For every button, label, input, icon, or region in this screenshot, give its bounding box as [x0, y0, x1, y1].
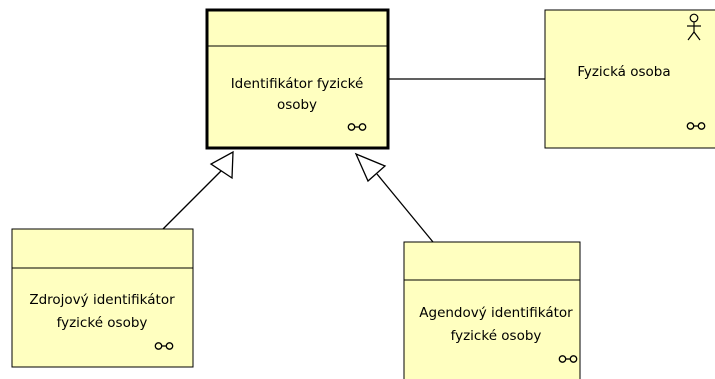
- node-fyzicka-osoba[interactable]: Fyzická osoba: [544, 9, 715, 149]
- generalization-line-agendovy: [376, 173, 434, 243]
- glasses-icon: [558, 355, 578, 363]
- glasses-icon: [686, 122, 706, 130]
- node-fyzicka-osoba-label: Fyzická osoba: [577, 64, 670, 80]
- node-zdrojovy-identifikator[interactable]: Zdrojový identifikátor fyzické osoby: [11, 228, 194, 368]
- node-identifikator-label-line1: Identifikátor fyzické: [231, 76, 364, 92]
- generalization-line-zdrojovy: [162, 170, 222, 230]
- node-zdrojovy-box: [11, 228, 194, 368]
- actor-icon: [687, 13, 701, 41]
- node-identifikator-fyzicke-osoby[interactable]: Identifikátor fyzické osoby: [205, 8, 390, 150]
- node-fyzicka-osoba-box: [544, 9, 715, 149]
- node-agendovy-box: [403, 241, 581, 379]
- node-identifikator-box: [205, 8, 390, 150]
- node-agendovy-identifikator[interactable]: Agendový identifikátor fyzické osoby: [403, 241, 581, 379]
- node-zdrojovy-label-line1: Zdrojový identifikátor: [29, 292, 175, 308]
- glasses-icon: [347, 123, 367, 131]
- glasses-icon: [154, 342, 174, 350]
- node-identifikator-label-line2: osoby: [277, 97, 317, 113]
- generalization-arrowhead-agendovy: [354, 152, 387, 183]
- generalization-arrowhead-zdrojovy: [209, 150, 234, 180]
- node-zdrojovy-label-line2: fyzické osoby: [57, 315, 148, 331]
- node-agendovy-label-line1: Agendový identifikátor: [419, 305, 573, 321]
- node-agendovy-label-line2: fyzické osoby: [451, 328, 542, 344]
